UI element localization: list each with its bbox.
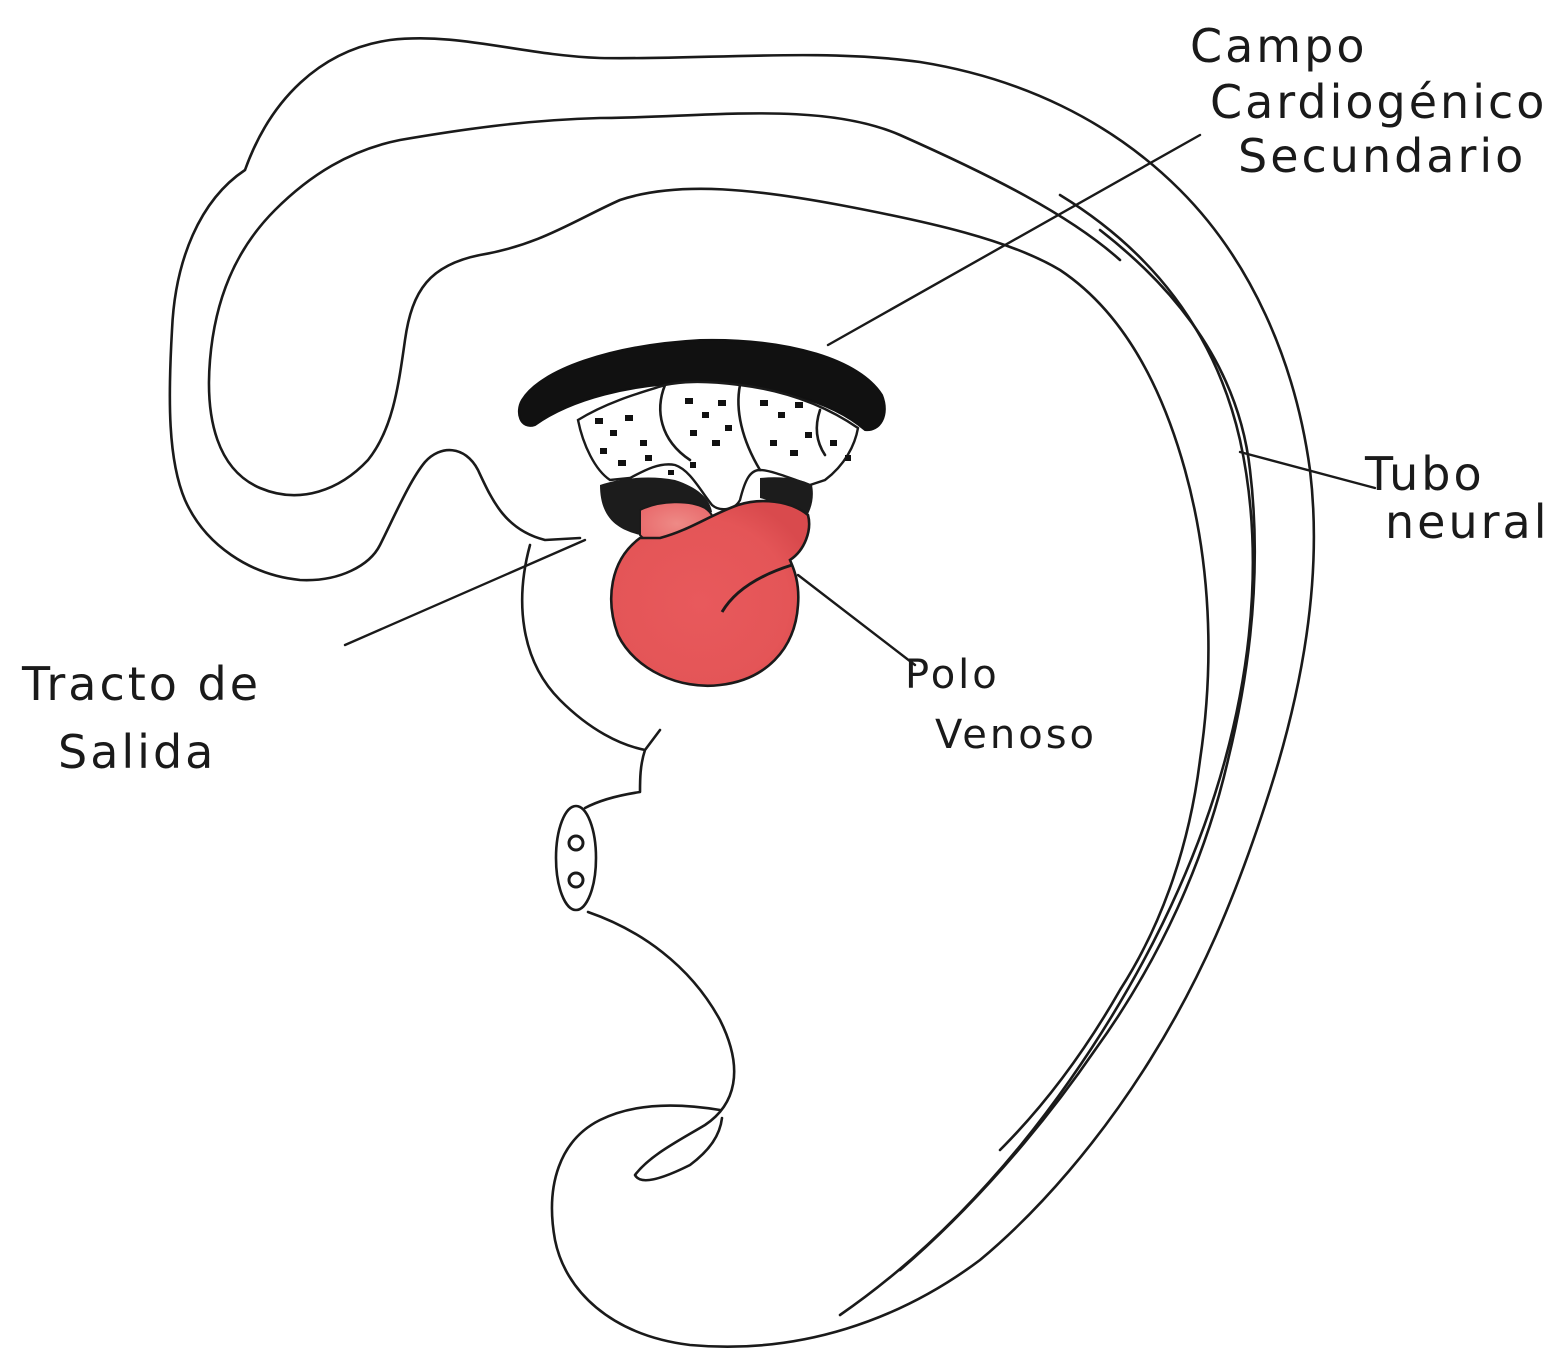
polo-leader (798, 575, 915, 665)
label-tracto-line1: Tracto de (21, 657, 261, 711)
label-campo-line1: Campo (1190, 19, 1367, 73)
umbilical-vessel-1 (569, 836, 583, 850)
umbilical-oval (556, 806, 596, 910)
campo-leader (828, 135, 1200, 345)
tracto-leader (345, 540, 585, 645)
lower-ventral-outline (588, 912, 734, 1180)
label-polo-line1: Polo (905, 652, 1000, 698)
label-tracto-line2: Salida (58, 725, 216, 779)
embryo-outer-outline (170, 38, 1314, 1346)
label-polo-line2: Venoso (935, 712, 1097, 758)
label-tubo-line1: Tubo (1364, 447, 1485, 501)
umbilical-vessel-2 (569, 873, 583, 887)
label-campo-line2: Cardiogénico (1210, 75, 1547, 129)
label-tubo-line2: neural (1385, 495, 1550, 549)
label-campo-line3: Secundario (1238, 129, 1526, 183)
